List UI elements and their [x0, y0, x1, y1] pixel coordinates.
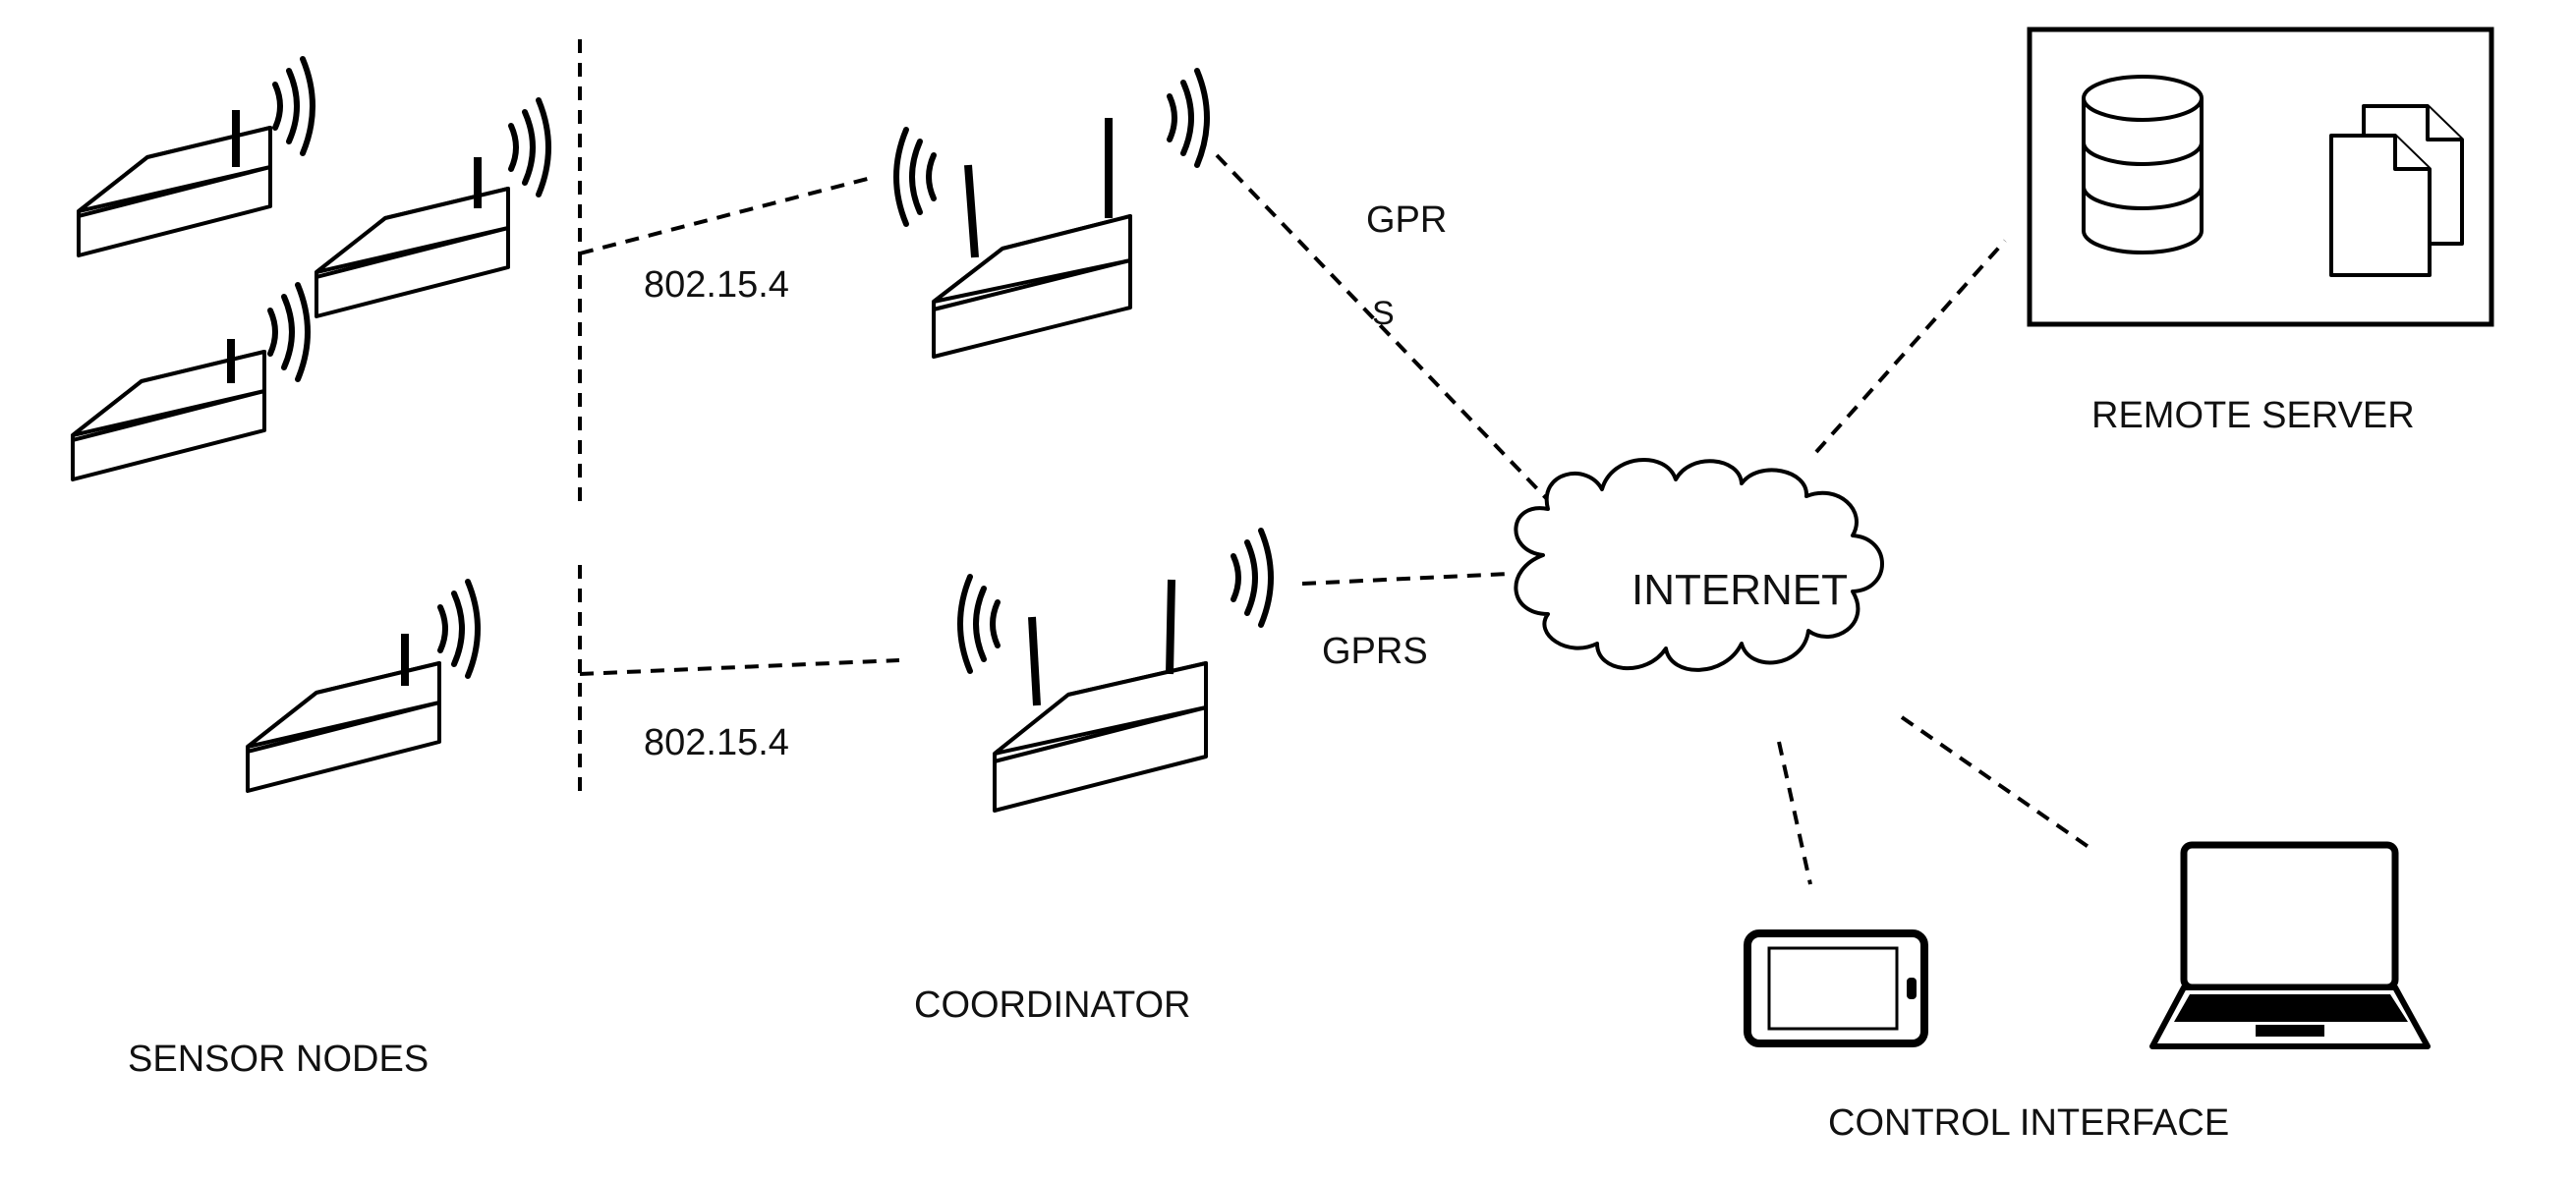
remote-server-label: REMOTE SERVER	[2091, 395, 2415, 436]
antenna-icon	[1028, 616, 1041, 706]
signal-waves-icon	[960, 577, 998, 671]
tablet-icon	[1744, 929, 1928, 1047]
link-label-zigbee-top: 802.15.4	[644, 264, 789, 306]
cloud-icon	[1514, 458, 1884, 672]
antenna-icon	[964, 164, 979, 258]
coordinator-label: COORDINATOR	[914, 984, 1191, 1026]
zigbee-link-top	[579, 175, 876, 255]
link-label-gprs-bottom: GPRS	[1322, 631, 1428, 672]
coordinator-2	[960, 531, 1271, 813]
signal-waves-icon	[511, 100, 548, 195]
gprs-link-bottom	[1301, 572, 1510, 586]
laptop-link	[1900, 715, 2090, 849]
laptop-icon	[2149, 841, 2431, 1049]
link-label-gprs-top: GPR	[1366, 199, 1447, 241]
link-label-zigbee-bottom: 802.15.4	[644, 722, 789, 763]
antenna-icon	[1166, 579, 1175, 675]
sensor-node-1	[77, 59, 313, 257]
database-icon	[2082, 75, 2204, 254]
tablet-link	[1777, 741, 1812, 885]
control-interface-label: CONTROL INTERFACE	[1828, 1102, 2229, 1144]
sensor-node-3	[71, 285, 308, 481]
signal-waves-icon	[1233, 531, 1271, 625]
zigbee-link-bottom	[579, 658, 900, 676]
router-icon	[993, 661, 1208, 813]
internet-label: INTERNET	[1631, 566, 1848, 614]
router-icon	[71, 350, 266, 481]
signal-waves-icon	[270, 285, 308, 379]
sensor-node-2	[315, 100, 548, 318]
signal-waves-icon	[1170, 71, 1207, 165]
signal-waves-icon	[896, 130, 934, 224]
link-label-gprs-top-fragment: S	[1372, 295, 1395, 332]
sensor-nodes-label: SENSOR NODES	[128, 1039, 429, 1080]
documents-icon	[2329, 104, 2464, 277]
gprs-link-top	[1215, 153, 1553, 505]
router-icon	[246, 661, 441, 793]
router-icon	[77, 126, 272, 257]
router-icon	[932, 214, 1132, 359]
router-icon	[315, 187, 510, 318]
sensor-node-4	[246, 582, 478, 793]
server-link	[1814, 239, 2007, 454]
signal-waves-icon	[440, 582, 478, 676]
coordinator-1	[896, 71, 1207, 359]
signal-waves-icon	[275, 59, 313, 153]
